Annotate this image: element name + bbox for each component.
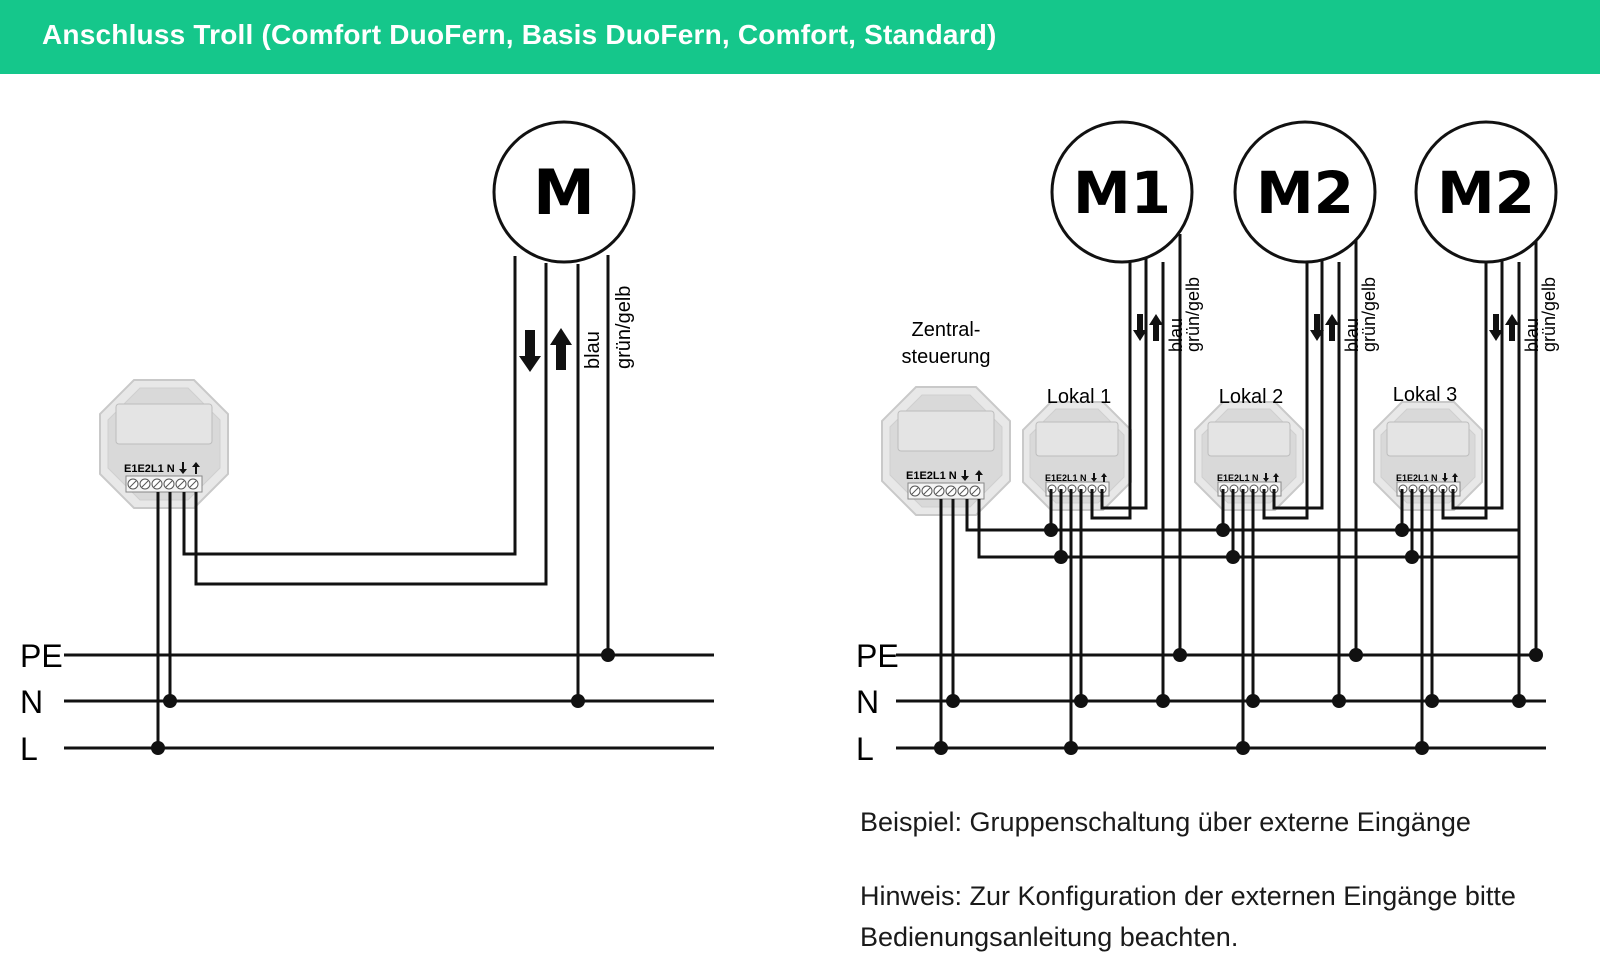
bus-label-pe-right: PE [856,638,899,674]
bus-label-l-left: L [20,731,38,767]
motor-label-1: M1 [1073,159,1171,227]
bus-label-l-right: L [856,731,874,767]
central-control-label-line1: Zentral- [912,319,981,341]
bus-label-n-right: N [856,684,879,720]
motor-symbol-1 [1050,120,1194,264]
direction-arrows-left [519,328,572,372]
hint-note: Hinweis: Zur Konfiguration der externen … [860,876,1516,958]
direction-arrows-right [1133,314,1519,341]
bus-label-pe-left: PE [20,638,63,674]
motor-symbol-3 [1414,120,1558,264]
device-terminals-local-1: E1E2L1 N [1045,473,1087,483]
local-device-3 [1373,401,1483,511]
device-terminals-local-3: E1E2L1 N [1396,473,1438,483]
wire-label-blue-m2: blau [1342,318,1362,352]
central-control-label-line2: steuerung [902,346,991,368]
wire-label-blue-m1: blau [1166,318,1186,352]
terminal-arrows-left [179,462,200,474]
example-note: Beispiel: Gruppenschaltung über externe … [860,807,1471,837]
hint-note-line2: Bedienungsanleitung beachten. [860,922,1239,952]
left-diagram: M blau grün/gelb E1E2L1 N PE N L [20,120,714,767]
left-wires [156,255,610,748]
motor-symbol-2 [1233,120,1377,264]
wire-label-green-yellow-m1: grün/gelb [1183,277,1203,352]
wire-label-blue-left: blau [582,331,604,369]
local-label-2: Lokal 2 [1219,386,1284,408]
motor-label-2: M2 [1256,159,1354,227]
device-terminals-local-2: E1E2L1 N [1217,473,1259,483]
device-terminals-central: E1E2L1 N [906,470,957,482]
local-device-1 [1022,401,1132,511]
hint-note-line1: Hinweis: Zur Konfiguration der externen … [860,881,1516,911]
header-banner: Anschluss Troll (Comfort DuoFern, Basis … [0,0,1600,74]
wire-label-green-yellow-m3: grün/gelb [1539,277,1559,352]
local-label-3: Lokal 3 [1393,384,1458,406]
motor-symbol-left [492,120,636,264]
wire-label-green-yellow-left: grün/gelb [613,286,635,369]
central-control-device [881,386,1011,516]
page-title: Anschluss Troll (Comfort DuoFern, Basis … [42,19,997,50]
wire-label-blue-m3: blau [1522,318,1542,352]
shutter-control-device-left [99,379,229,509]
motor-label-3: M2 [1437,159,1535,227]
local-label-1: Lokal 1 [1047,386,1112,408]
right-diagram: M1 M2 M2 blau grün/gelb blau grün/gelb b… [856,120,1559,767]
bus-label-n-left: N [20,684,43,720]
junction-dots-right [934,523,1543,755]
local-device-2 [1194,401,1304,511]
terminal-arrows-right [961,470,1458,482]
wire-label-green-yellow-m2: grün/gelb [1359,277,1379,352]
device-terminals-left: E1E2L1 N [124,463,175,475]
motor-label-left: M [533,156,595,229]
right-wires [939,234,1538,748]
